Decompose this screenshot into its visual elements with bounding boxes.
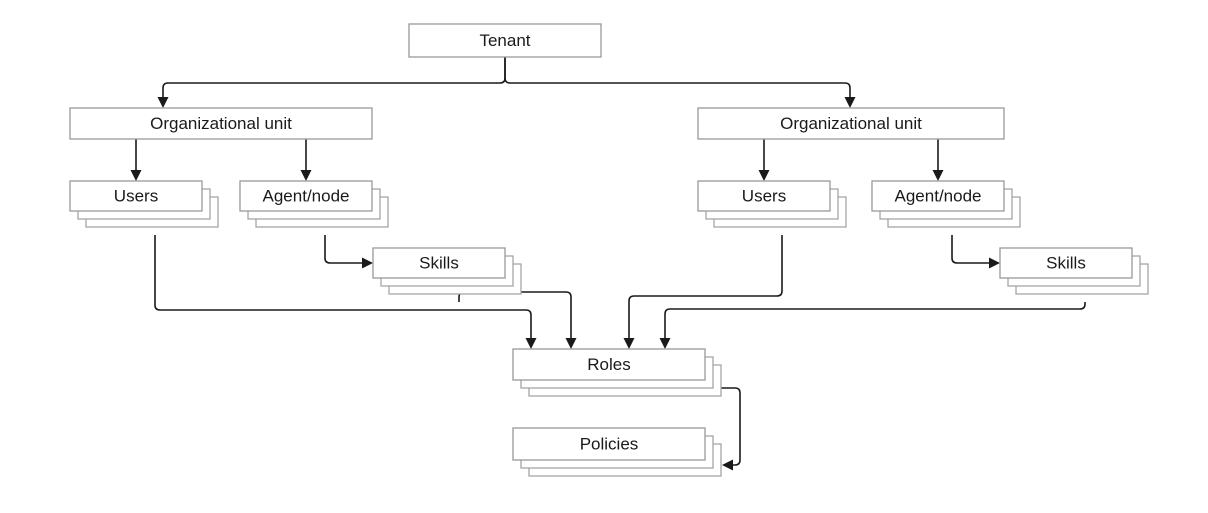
node-agent-left-front — [239, 180, 373, 212]
node-agent-right[interactable]: Agent/node — [871, 180, 1021, 228]
arrowhead-agent-left-to-skills-left — [362, 257, 373, 269]
edge-layer — [130, 57, 1086, 471]
edge-roles-to-policies — [721, 387, 741, 466]
node-roles[interactable]: Roles — [512, 348, 722, 397]
edge-skills-left-to-roles — [458, 291, 572, 341]
arrowhead-tenant-to-ou-right — [844, 97, 856, 108]
arrowhead-agent-right-to-skills-right — [989, 257, 1000, 269]
node-organizational-unit-left[interactable]: Organizational unit — [69, 107, 373, 140]
edge-users-right-to-roles — [628, 235, 783, 341]
node-users-left-label: Users — [114, 186, 158, 205]
node-users-right[interactable]: Users — [697, 180, 847, 228]
node-users-right-front — [697, 180, 831, 212]
node-agent-right-label: Agent/node — [895, 186, 982, 205]
edge-skills-right-to-roles — [664, 302, 1086, 341]
node-roles-label: Roles — [587, 355, 630, 374]
edge-users-left-to-roles — [154, 235, 532, 341]
arrowhead-ou-right-to-users-right — [758, 170, 770, 181]
node-layer: Tenant Organizational unit Organizationa… — [69, 23, 1149, 477]
node-policies-label: Policies — [580, 434, 639, 453]
node-skills-left-front — [372, 247, 506, 279]
edge-tenant-to-ou-left — [162, 57, 506, 100]
node-users-left-front — [69, 180, 203, 212]
node-users-left[interactable]: Users — [69, 180, 219, 228]
edge-tenant-to-ou-right — [504, 57, 851, 100]
node-agent-left[interactable]: Agent/node — [239, 180, 389, 228]
node-agent-left-label: Agent/node — [263, 186, 350, 205]
node-skills-right[interactable]: Skills — [999, 247, 1149, 295]
arrowhead-skills-left-to-roles — [565, 338, 577, 349]
node-skills-left-label: Skills — [419, 253, 459, 272]
arrowhead-skills-right-to-roles — [659, 338, 671, 349]
node-organizational-unit-left-label: Organizational unit — [150, 114, 292, 133]
arrowhead-users-left-to-roles — [525, 338, 537, 349]
node-roles-front — [512, 348, 706, 381]
node-tenant[interactable]: Tenant — [408, 23, 602, 58]
arrowhead-roles-to-policies — [722, 459, 733, 471]
arrowhead-ou-left-to-agent-left — [300, 170, 312, 181]
arrowhead-ou-right-to-agent-right — [932, 170, 944, 181]
edge-agent-left-to-skills-left — [324, 235, 365, 264]
arrowhead-ou-left-to-users-left — [130, 170, 142, 181]
edge-agent-right-to-skills-right — [951, 235, 992, 264]
node-organizational-unit-right-label: Organizational unit — [780, 114, 922, 133]
node-organizational-unit-right[interactable]: Organizational unit — [697, 107, 1005, 140]
arrowhead-users-right-to-roles — [623, 338, 635, 349]
node-policies[interactable]: Policies — [512, 427, 722, 477]
node-tenant-label: Tenant — [479, 31, 530, 50]
arrowhead-tenant-to-ou-left — [157, 97, 169, 108]
node-policies-front — [512, 427, 706, 461]
node-users-right-label: Users — [742, 186, 786, 205]
node-skills-left[interactable]: Skills — [372, 247, 522, 295]
node-skills-right-front — [999, 247, 1133, 279]
node-agent-right-front — [871, 180, 1005, 212]
node-skills-right-label: Skills — [1046, 253, 1086, 272]
